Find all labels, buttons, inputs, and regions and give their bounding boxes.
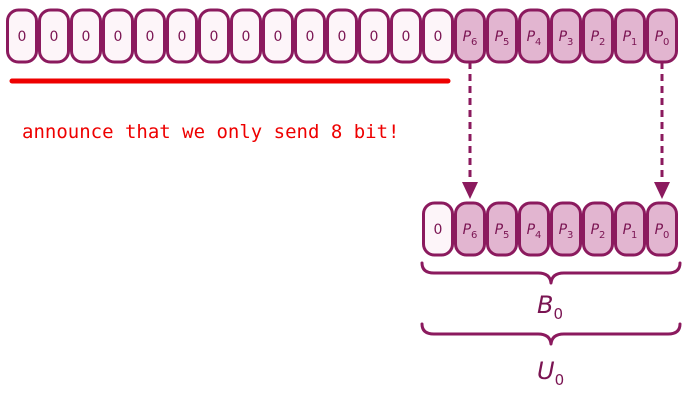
top_register-zero-cell-label: 0 <box>50 29 59 45</box>
bottom_register-payload-cell-label: P0 <box>655 222 670 241</box>
arrow-p0 <box>654 62 670 199</box>
top_register-zero-cell-label: 0 <box>274 29 283 45</box>
top_register-zero-cell-label: 0 <box>146 29 155 45</box>
top_register-zero-cell-label: 0 <box>114 29 123 45</box>
bottom_register-payload-cell: P0 <box>646 201 678 257</box>
top_register-zero-cell: 0 <box>294 8 326 64</box>
bottom_register-zero-cell-label: 0 <box>434 222 443 238</box>
bottom_register-payload-cell: P4 <box>518 201 550 257</box>
top_register-zero-cell-label: 0 <box>338 29 347 45</box>
top_register-payload-cell-label: P2 <box>591 29 606 48</box>
top_register-payload-cell: P3 <box>550 8 582 64</box>
top_register-payload-cell-label: P3 <box>559 29 574 48</box>
top-register: 0 0 0 0 0 0 0 0 0 0 0 0 0 0 P6 P5 P4 P3 P2 P1 P0 <box>6 8 678 64</box>
top_register-zero-cell: 0 <box>166 8 198 64</box>
bottom_register-payload-cell: P5 <box>486 201 518 257</box>
top_register-payload-cell-label: P0 <box>655 29 670 48</box>
brace-u0-label: U0 <box>537 357 564 389</box>
bottom_register-payload-cell-label: P2 <box>591 222 606 241</box>
brace-b0: B0 <box>420 261 682 323</box>
brace-u0: U0 <box>420 322 682 389</box>
top_register-payload-cell-label: P5 <box>495 29 510 48</box>
top_register-payload-cell: P5 <box>486 8 518 64</box>
top_register-zero-cell: 0 <box>198 8 230 64</box>
top_register-zero-cell-label: 0 <box>306 29 315 45</box>
top_register-zero-cell: 0 <box>38 8 70 64</box>
top_register-zero-cell: 0 <box>6 8 38 64</box>
top_register-zero-cell: 0 <box>390 8 422 64</box>
top_register-zero-cell: 0 <box>262 8 294 64</box>
bottom_register-payload-cell-label: P3 <box>559 222 574 241</box>
top_register-zero-cell-label: 0 <box>370 29 379 45</box>
top_register-payload-cell: P2 <box>582 8 614 64</box>
top_register-zero-cell-label: 0 <box>210 29 219 45</box>
top_register-zero-cell: 0 <box>326 8 358 64</box>
top_register-zero-cell-label: 0 <box>242 29 251 45</box>
top_register-payload-cell-label: P4 <box>527 29 542 48</box>
top_register-payload-cell: P1 <box>614 8 646 64</box>
top_register-payload-cell-label: P6 <box>463 29 478 48</box>
bottom-register: 0 P6 P5 P4 P3 P2 P1 P0 <box>422 201 678 257</box>
top_register-zero-cell: 0 <box>102 8 134 64</box>
top_register-zero-cell: 0 <box>134 8 166 64</box>
bottom_register-payload-cell: P2 <box>582 201 614 257</box>
top_register-zero-cell: 0 <box>70 8 102 64</box>
top_register-zero-cell: 0 <box>230 8 262 64</box>
top_register-payload-cell: P0 <box>646 8 678 64</box>
bottom_register-payload-cell-label: P1 <box>623 222 638 241</box>
brace-b0-label: B0 <box>537 291 563 323</box>
top_register-payload-cell: P4 <box>518 8 550 64</box>
top_register-payload-cell: P6 <box>454 8 486 64</box>
top_register-zero-cell-label: 0 <box>82 29 91 45</box>
top_register-zero-cell-label: 0 <box>402 29 411 45</box>
bottom_register-payload-cell-label: P4 <box>527 222 542 241</box>
bottom_register-payload-cell: P1 <box>614 201 646 257</box>
top_register-zero-cell: 0 <box>422 8 454 64</box>
top_register-zero-cell-label: 0 <box>178 29 187 45</box>
top_register-zero-cell-label: 0 <box>18 29 27 45</box>
bottom_register-payload-cell-label: P6 <box>463 222 478 241</box>
announce-note: announce that we only send 8 bit! <box>22 121 400 143</box>
bottom_register-zero-cell: 0 <box>422 201 454 257</box>
bottom_register-payload-cell: P3 <box>550 201 582 257</box>
top_register-payload-cell-label: P1 <box>623 29 638 48</box>
arrow-p6 <box>462 62 478 199</box>
bottom_register-payload-cell-label: P5 <box>495 222 510 241</box>
top_register-zero-cell-label: 0 <box>434 29 443 45</box>
top_register-zero-cell: 0 <box>358 8 390 64</box>
bottom_register-payload-cell: P6 <box>454 201 486 257</box>
